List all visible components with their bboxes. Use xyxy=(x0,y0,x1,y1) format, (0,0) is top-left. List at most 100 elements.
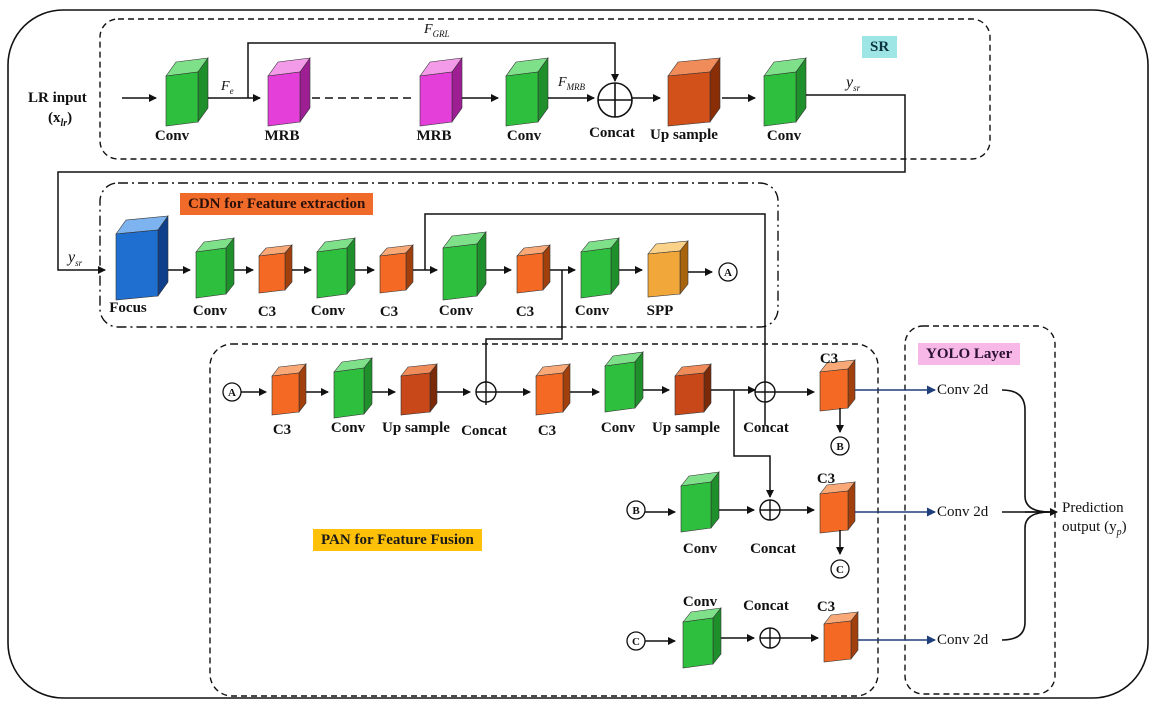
pan-upsample1-label: Up sample xyxy=(382,420,450,436)
pan-concat4-symbol xyxy=(759,627,781,649)
sr-upsample-label: Up sample xyxy=(650,127,718,143)
cdn-conv4-block xyxy=(580,237,620,299)
pan-c3-5-label: C3 xyxy=(816,599,836,615)
connector-a-in-label: A xyxy=(228,387,236,399)
pan-concat3-symbol xyxy=(759,499,781,521)
cdn-row xyxy=(115,213,766,425)
connector-b-in-label: B xyxy=(632,505,640,517)
connector-b-out xyxy=(830,436,850,456)
f-e-label: Fe xyxy=(221,79,234,96)
pan-concat1-label: Concat xyxy=(461,423,507,439)
cdn-spp-label: SPP xyxy=(646,303,674,319)
pan-c3-3-label: C3 xyxy=(819,351,839,367)
pan-conv1-label: Conv xyxy=(330,420,366,436)
f-grl-label: FGRL xyxy=(424,22,450,39)
pan-c3-4-label: C3 xyxy=(816,471,836,487)
lr-input-symbol: (xlr) xyxy=(48,110,73,129)
cdn-conv3-label: Conv xyxy=(438,303,474,319)
cdn-conv3-block xyxy=(442,231,487,301)
cdn-conv2-label: Conv xyxy=(310,303,346,319)
cdn-conv1-block xyxy=(195,237,235,299)
cdn-c3-2-label: C3 xyxy=(379,304,399,320)
pan-conv3-block xyxy=(680,471,720,533)
pan-frame xyxy=(209,343,879,697)
pan-c3-1-block xyxy=(271,363,307,416)
outer-frame xyxy=(7,9,1149,699)
pan-conv4-label: Conv xyxy=(682,594,718,610)
sr-conv3-block xyxy=(763,57,807,127)
pan-section-tag: PAN for Feature Fusion xyxy=(313,529,482,551)
sr-mrb2-block xyxy=(419,57,463,127)
sr-section-tag: SR xyxy=(862,36,898,58)
connector-b-in xyxy=(626,500,646,520)
pan-c3-4-block xyxy=(819,481,856,534)
cdn-c3-1-label: C3 xyxy=(257,304,277,320)
connector-c-in-label: C xyxy=(632,636,640,648)
sr-concat-label: Concat xyxy=(589,125,635,141)
yolo-brace xyxy=(1001,389,1058,641)
pan-concat4-label: Concat xyxy=(743,598,789,614)
pan-conv2-block xyxy=(604,351,644,413)
yolo-conv2d-2-label: Conv 2d xyxy=(937,504,989,520)
cdn-section-tag: CDN for Feature extraction xyxy=(180,193,374,215)
connector-c-out xyxy=(830,559,850,579)
sr-conv2-label: Conv xyxy=(506,128,542,144)
cdn-c3-3-block xyxy=(516,244,551,294)
pan-upsample2-label: Up sample xyxy=(652,420,720,436)
cdn-focus-label: Focus xyxy=(109,300,147,316)
cdn-conv1-label: Conv xyxy=(192,303,228,319)
pan-conv3-label: Conv xyxy=(682,541,718,557)
lr-input-label: LR input xyxy=(28,90,87,106)
yolo-section-tag: YOLO Layer xyxy=(918,343,1021,365)
pan-row-2 xyxy=(626,471,936,579)
pan-c3-1-label: C3 xyxy=(272,422,292,438)
cdn-spp-block xyxy=(647,240,689,298)
cdn-c3-2-block xyxy=(379,244,414,294)
sr-conv1-block xyxy=(165,57,209,127)
y-sr-left-label: ysr xyxy=(68,249,83,269)
pan-conv1-block xyxy=(333,357,373,419)
sr-frame xyxy=(99,18,991,160)
cdn-conv2-block xyxy=(316,237,356,299)
pan-c3-5-block xyxy=(823,611,859,663)
cdn-c3-1-block xyxy=(258,244,293,294)
pan-upsample2-block xyxy=(674,363,712,416)
sr-conv2-block xyxy=(505,57,549,127)
f-mrb-label: FMRB xyxy=(558,75,586,92)
connector-c-out-label: C xyxy=(836,564,844,576)
sr-mrb2-label: MRB xyxy=(416,128,452,144)
y-sr-top-label: ysr xyxy=(846,74,861,94)
pan-concat2-symbol xyxy=(754,381,776,403)
yolo-frame xyxy=(904,325,1056,695)
yolo-conv2d-1-label: Conv 2d xyxy=(937,382,989,398)
connector-a-out-label: A xyxy=(724,267,732,279)
sr-row xyxy=(57,42,906,274)
pan-c3-3-block xyxy=(819,359,856,412)
prediction-output-symbol: output (yp) xyxy=(1062,519,1127,538)
cdn-conv4-label: Conv xyxy=(574,303,610,319)
pan-concat1-symbol xyxy=(475,381,497,403)
pan-row-3 xyxy=(626,607,936,669)
connector-b-out-label: B xyxy=(836,441,844,453)
cdn-focus-block xyxy=(115,215,169,301)
sr-mrb1-block xyxy=(267,57,311,127)
pan-concat3-label: Concat xyxy=(750,541,796,557)
cdn-c3-3-label: C3 xyxy=(515,304,535,320)
sr-upsample-block xyxy=(667,57,721,127)
prediction-output-label: Prediction xyxy=(1062,500,1124,516)
pan-c3-2-label: C3 xyxy=(537,423,557,439)
pan-c3-2-block xyxy=(535,363,571,416)
sr-conv1-label: Conv xyxy=(154,128,190,144)
sr-conv3-label: Conv xyxy=(766,128,802,144)
pan-conv2-label: Conv xyxy=(600,420,636,436)
pan-row-1 xyxy=(222,351,936,498)
sr-mrb1-label: MRB xyxy=(264,128,300,144)
pan-upsample1-block xyxy=(400,363,438,416)
yolo-conv2d-3-label: Conv 2d xyxy=(937,632,989,648)
pan-concat2-label: Concat xyxy=(743,420,789,436)
sr-concat-symbol xyxy=(597,82,633,118)
connector-a-out xyxy=(718,262,738,282)
pan-conv4-block xyxy=(682,607,722,669)
cdn-frame xyxy=(99,182,779,328)
